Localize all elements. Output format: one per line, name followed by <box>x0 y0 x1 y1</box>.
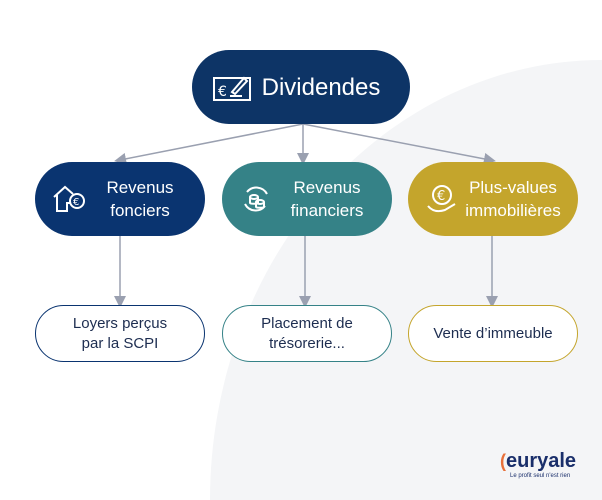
house-euro-icon: € <box>49 179 89 219</box>
revenus-fonciers-node: € Revenus fonciers <box>35 162 205 236</box>
connector-right <box>302 123 496 165</box>
dividendes-node: € Dividendes <box>192 50 410 124</box>
child-label: Loyers perçus par la SCPI <box>72 314 168 352</box>
category-label: Plus-values immobilières <box>465 178 561 220</box>
logo-tagline: Le profit seul n'est rien <box>510 473 571 479</box>
logo-name: euryale <box>506 450 577 472</box>
svg-text:€: € <box>218 84 227 100</box>
svg-text:€: € <box>437 189 445 204</box>
child-label: Placement de trésorerie... <box>261 314 353 352</box>
placement-node: Placement de trésorerie... <box>222 305 392 362</box>
category-label: Revenus financiers <box>290 178 364 220</box>
svg-text:€: € <box>73 197 79 208</box>
child-label: Vente d’immeuble <box>433 324 553 342</box>
plus-values-node: € Plus-values immobilières <box>408 162 578 236</box>
hand-euro-coin-icon: € <box>422 179 462 219</box>
euro-cheque-icon: € <box>212 67 252 107</box>
vente-node: Vente d’immeuble <box>408 305 578 362</box>
category-label: Revenus fonciers <box>106 178 174 220</box>
euryale-logo: (euryale Le profit seul n'est rien <box>500 450 600 479</box>
loyers-node: Loyers perçus par la SCPI <box>35 305 205 362</box>
root-label: Dividendes <box>261 73 381 101</box>
coins-exchange-icon <box>236 179 276 219</box>
connector-left <box>114 123 304 165</box>
revenus-financiers-node: Revenus financiers <box>222 162 392 236</box>
